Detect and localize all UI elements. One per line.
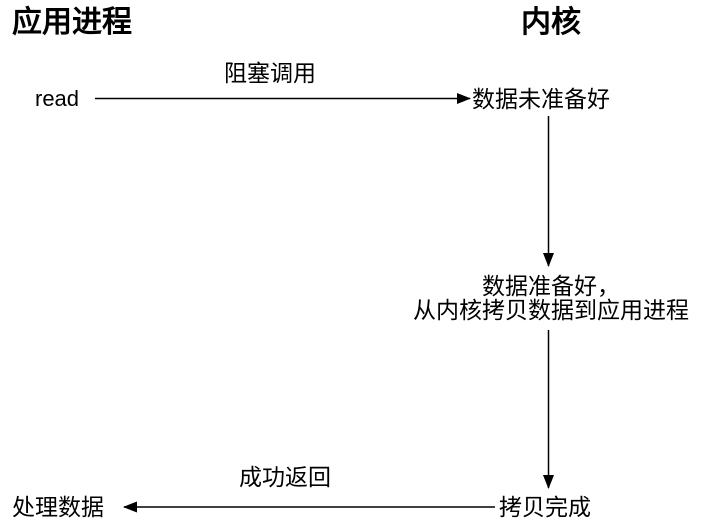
column-heading-application-process: 应用进程	[12, 6, 132, 39]
node-read: read	[35, 86, 80, 111]
node-data-ready-line2: 从内核拷贝数据到应用进程	[413, 297, 689, 323]
column-heading-kernel: 内核	[521, 6, 581, 39]
node-process-data: 处理数据	[12, 494, 104, 520]
node-data-not-ready: 数据未准备好	[472, 86, 610, 112]
arrow-label-success-return: 成功返回	[239, 464, 331, 490]
arrow-label-blocking-call: 阻塞调用	[224, 60, 316, 86]
node-data-ready-line1: 数据准备好，	[482, 273, 620, 299]
node-copy-complete: 拷贝完成	[499, 494, 591, 520]
node-data-ready: 数据准备好， 从内核拷贝数据到应用进程	[413, 274, 689, 322]
